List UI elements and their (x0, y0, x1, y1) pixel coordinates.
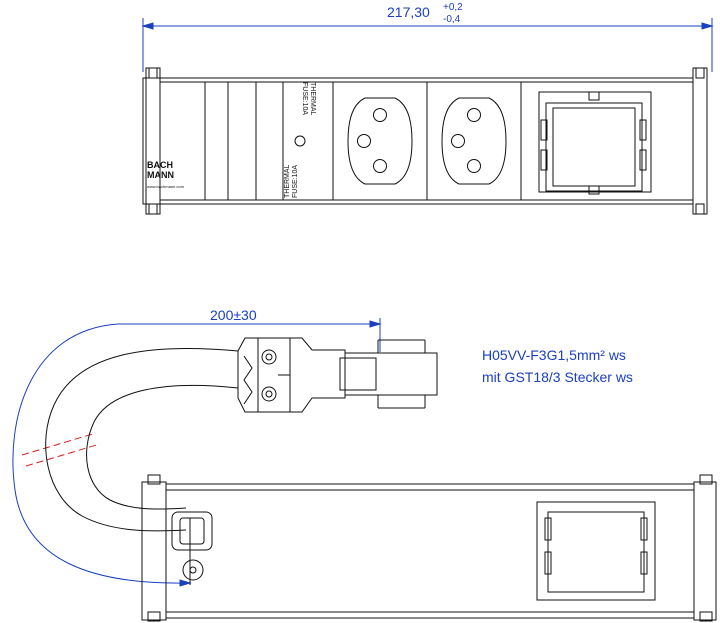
ground-screw (182, 559, 204, 581)
left-end-cap-bottom (141, 481, 167, 621)
keystone-opening-bottom (547, 511, 645, 593)
fuse-label-upper-2: FUSE:10A (301, 82, 308, 115)
cable-note-line-1: H05VV-F3G1,5mm² ws (482, 347, 626, 363)
cable-note-line-2: mit GST18/3 Stecker ws (482, 369, 633, 385)
fuse-label-lower-2: FUSE:10A (292, 165, 299, 198)
brand-logo-line-2: MANN (147, 170, 174, 180)
cable-entry-bushing (171, 511, 213, 551)
fuse-reset-button (294, 135, 306, 147)
power-strip-bottom-body (165, 483, 695, 619)
right-end-cap (692, 67, 708, 215)
socket-face-1 (347, 97, 413, 185)
gst-plug (237, 337, 438, 413)
cable-break-marks (21, 432, 101, 467)
left-end-cap (145, 67, 161, 215)
cable-length-dimension (12, 318, 382, 587)
right-end-cap-bottom (693, 481, 717, 621)
width-lower-tolerance: -0,4 (443, 14, 461, 25)
cable-outer (45, 347, 239, 532)
fuse-label-lower-1: THERMAL (284, 164, 291, 198)
power-strip-body (142, 77, 694, 205)
brand-logo-line-1: BACH (147, 160, 173, 170)
cable-length-value: 200±30 (210, 307, 257, 323)
keystone-frame (538, 91, 652, 193)
socket-face-2 (441, 97, 507, 185)
keystone-opening (552, 107, 636, 187)
cable-inner (86, 384, 239, 510)
fuse-label-upper-1: THERMAL (309, 82, 316, 116)
width-dimension-value: 217,30 (387, 4, 430, 20)
blank-module (520, 81, 694, 201)
socket-module-2 (426, 81, 522, 201)
width-upper-tolerance: +0,2 (443, 2, 463, 13)
width-dimension (141, 18, 714, 72)
top-view (141, 18, 714, 215)
bottom-view (12, 318, 717, 622)
brand-url: www.bachmann.com (147, 184, 185, 189)
keystone-frame-bottom (536, 501, 656, 601)
socket-module-1 (332, 81, 428, 201)
